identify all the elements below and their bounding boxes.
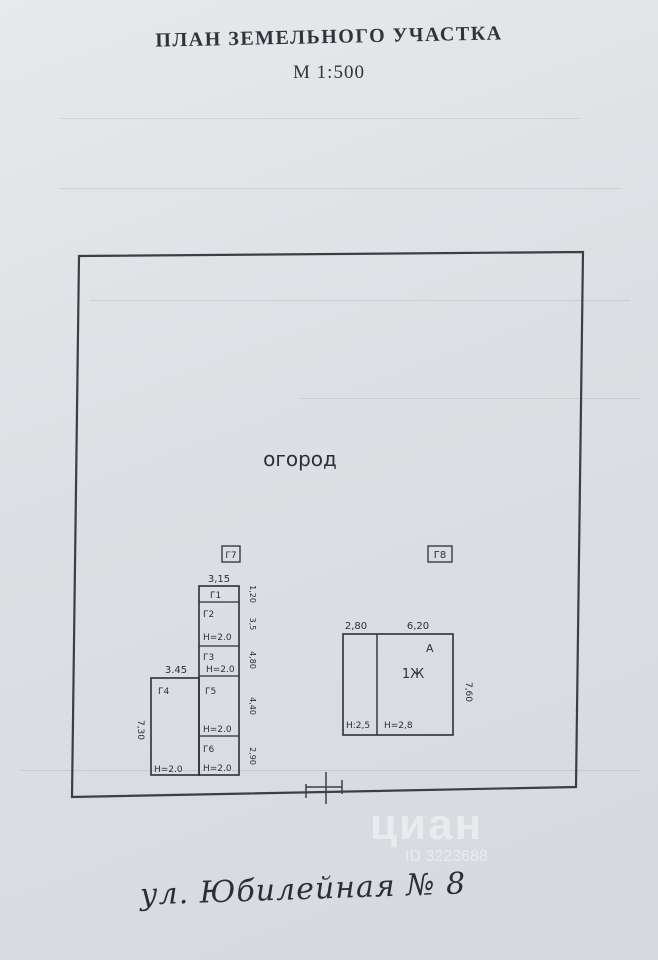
faint-text-line: [300, 398, 640, 399]
outbuilding-g2-height: Н=2.0: [203, 633, 232, 643]
outbuilding-g5-height: Н=2.0: [203, 725, 232, 735]
outbuilding-g4: [150, 677, 200, 776]
house-height-right: Н=2,8: [384, 721, 413, 731]
garden-label: огород: [263, 447, 337, 471]
marker-g7-box: [221, 545, 241, 563]
outbuilding-g5-label: Г5: [205, 687, 216, 697]
watermark-brand: циан: [370, 800, 484, 849]
house-width-right: 6,20: [407, 621, 429, 632]
outbuilding-g6-height: Н=2.0: [203, 764, 232, 774]
house-height-left: Н:2,5: [346, 721, 370, 731]
outbuilding-g4-height: Н=2.0: [154, 765, 183, 775]
faint-text-line: [60, 118, 580, 119]
house-width-left: 2,80: [345, 621, 367, 632]
outbuilding-g3-label: Г3: [203, 653, 214, 663]
document-scale: М 1:500: [293, 62, 365, 83]
outbuilding-g6-side: 2,90: [248, 747, 257, 765]
marker-g8-box: [427, 545, 453, 563]
outbuilding-top-width: 3,15: [208, 574, 230, 585]
faint-text-line: [60, 188, 620, 189]
outbuilding-g5-side: 4,40: [248, 697, 257, 715]
outbuilding-g1-side: 1,20: [248, 585, 257, 603]
house-outline: [342, 633, 454, 736]
marker-g8-label: Г8: [434, 550, 446, 561]
faint-text-line: [90, 300, 630, 301]
outbuilding-g4-label: Г4: [158, 687, 169, 697]
plot-boundary: [70, 250, 585, 799]
outbuilding-g3-side: 4,80: [248, 651, 257, 669]
watermark-id: ID 3223688: [405, 848, 488, 865]
outbuilding-g6-label: Г6: [203, 745, 214, 755]
faint-text-line: [20, 770, 640, 771]
outbuilding-g1-label: Г1: [210, 591, 221, 601]
marker-g7-label: Г7: [225, 551, 236, 561]
outbuilding-g2-label: Г2: [203, 610, 214, 620]
outbuilding-g4-side: 7,30: [135, 720, 145, 740]
outbuilding-g4-width: 3.45: [165, 665, 187, 676]
house-letter: А: [426, 642, 434, 655]
outbuilding-g2-side: 3,5: [248, 618, 257, 631]
house-label: 1Ж: [402, 667, 424, 682]
outbuilding-g3-height: Н=2.0: [206, 665, 235, 675]
house-depth: 7,60: [463, 682, 473, 702]
